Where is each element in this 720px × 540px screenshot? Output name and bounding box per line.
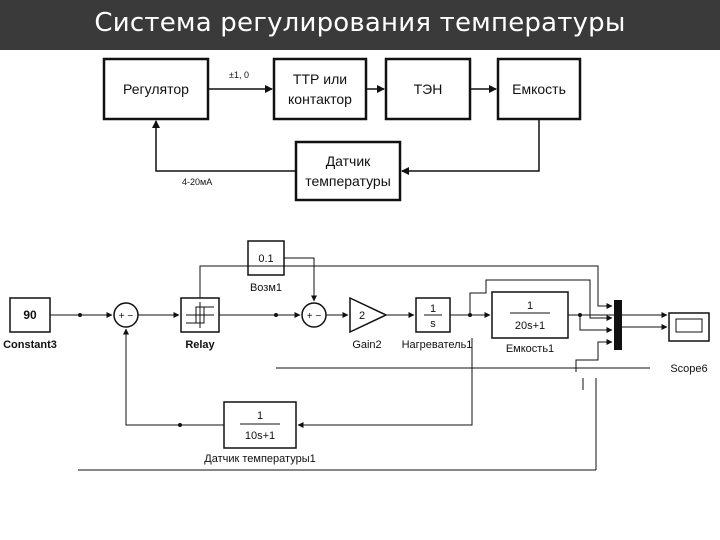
tank-label: Емкость [512,81,566,97]
relay-name: Relay [185,339,215,351]
gain-block[interactable] [349,296,388,334]
wire-tank-to-mux [579,315,613,333]
branch-dot-constant [78,313,82,317]
feedback-signal-label: 4-20мА [182,177,212,187]
branch-dot-heater [468,313,472,317]
sensor-label-line2: температуры [305,173,391,189]
sensor-numerator: 1 [257,410,263,422]
wire-sensor-to-mux [575,339,613,372]
output-signal-label: ±1, 0 [229,70,249,80]
constant-value: 90 [23,308,37,322]
top-block-diagram: Регулятор ТТР или контактор ТЭН Емкость … [102,57,582,202]
ten-label: ТЭН [414,81,443,97]
constant-name: Constant3 [3,339,57,351]
sensor-block [294,140,402,202]
sum2-signs: + − [307,311,322,322]
heater-name: Нагреватель1 [402,339,473,351]
regulator-label: Регулятор [123,81,189,97]
heater-denominator: s [430,318,436,330]
wire-sensor-sum1 [123,328,224,426]
arrow-sensor-regulator [152,120,296,172]
sum1-signs: + − [119,311,134,322]
ttr-label-line1: ТТР или [293,71,347,87]
gain-value: 2 [359,310,365,322]
scope-screen-icon [675,318,703,333]
wire-relay-to-mux [199,265,613,309]
tank-block [496,57,582,121]
title-bar [0,0,720,50]
tank-name: Емкость1 [506,343,554,355]
relay-hysteresis-icon [186,302,214,328]
tank-tf-block[interactable] [491,291,569,339]
branch-dot-relay [274,313,278,317]
simulink-model: 90 Constant3 + − Relay 0.1 Возм1 + − 2 G… [3,240,710,471]
disturbance-value: 0.1 [258,253,273,265]
sensor-denominator: 10s+1 [245,430,275,442]
disturbance-name: Возм1 [250,282,282,294]
branch-points [78,313,582,427]
branch-dot-tank [578,313,582,317]
heater-numerator: 1 [430,303,436,315]
slide-title: Система регулирования температуры [94,8,626,38]
sensor-label-line1: Датчик [326,153,371,169]
gain-name: Gain2 [352,339,381,351]
wire-tank-to-sensor [297,338,473,428]
sensor-name: Датчик температуры1 [204,453,315,465]
wire-heater-to-mux [469,279,613,321]
arrow-tank-sensor [401,119,540,175]
ttr-label-line2: контактор [288,91,352,107]
tank-denominator: 20s+1 [515,320,545,332]
constant-block[interactable] [9,297,51,333]
ttr-block [272,57,368,121]
mux-block[interactable] [614,300,622,350]
branch-dot-sensor [178,423,182,427]
wire-disturbance-sum2 [284,257,317,302]
tank-numerator: 1 [527,300,533,312]
scope-name: Scope6 [670,363,707,375]
signal-lines [50,257,668,471]
regulator-block [102,57,210,121]
